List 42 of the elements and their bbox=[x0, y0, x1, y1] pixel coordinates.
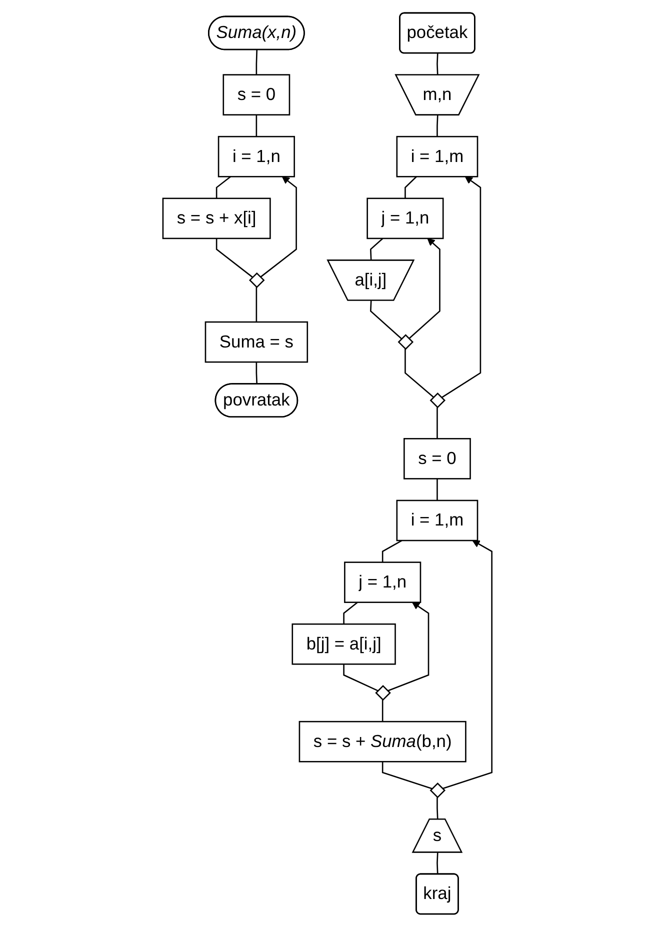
node-diamond bbox=[429, 392, 446, 408]
node-box: i = 1,m bbox=[396, 500, 478, 542]
connector bbox=[255, 287, 257, 322]
connector bbox=[255, 114, 257, 137]
connector bbox=[436, 53, 438, 76]
connector bbox=[382, 700, 383, 722]
connector bbox=[216, 238, 252, 278]
node-box: s = s + x[i] bbox=[162, 198, 270, 240]
connector bbox=[382, 762, 432, 790]
connector bbox=[370, 238, 383, 261]
node-box: Suma = s bbox=[204, 321, 308, 363]
connector bbox=[404, 176, 417, 198]
node-box: s = s + Suma(b,n) bbox=[298, 720, 466, 762]
connector bbox=[342, 602, 358, 624]
node-box: i = 1,n bbox=[217, 136, 295, 178]
arrow bbox=[442, 540, 492, 790]
node-diamond bbox=[248, 272, 264, 288]
node-box: i = 1,m bbox=[396, 136, 478, 178]
node-box: s = 0 bbox=[403, 438, 470, 480]
connector bbox=[216, 176, 231, 198]
connector bbox=[342, 664, 378, 692]
connector bbox=[255, 50, 258, 75]
arrow bbox=[408, 238, 440, 340]
node-diamond bbox=[374, 685, 390, 701]
node-diamond bbox=[397, 334, 414, 350]
connector bbox=[436, 797, 438, 820]
arrow bbox=[386, 602, 429, 692]
arrow bbox=[260, 176, 297, 278]
node-box: j = 1,n bbox=[366, 198, 444, 240]
node-diamond bbox=[429, 782, 446, 798]
node-box: b[j] = a[i,j] bbox=[291, 623, 396, 665]
connector bbox=[404, 349, 434, 398]
connector bbox=[382, 540, 402, 562]
connector bbox=[436, 852, 438, 874]
connector bbox=[436, 407, 438, 439]
node-box: s = 0 bbox=[222, 74, 290, 116]
connector bbox=[436, 115, 438, 137]
connector bbox=[255, 362, 258, 384]
arrow bbox=[440, 176, 481, 398]
connector bbox=[370, 300, 402, 340]
connector bbox=[436, 478, 438, 500]
node-box: j = 1,n bbox=[344, 562, 421, 603]
